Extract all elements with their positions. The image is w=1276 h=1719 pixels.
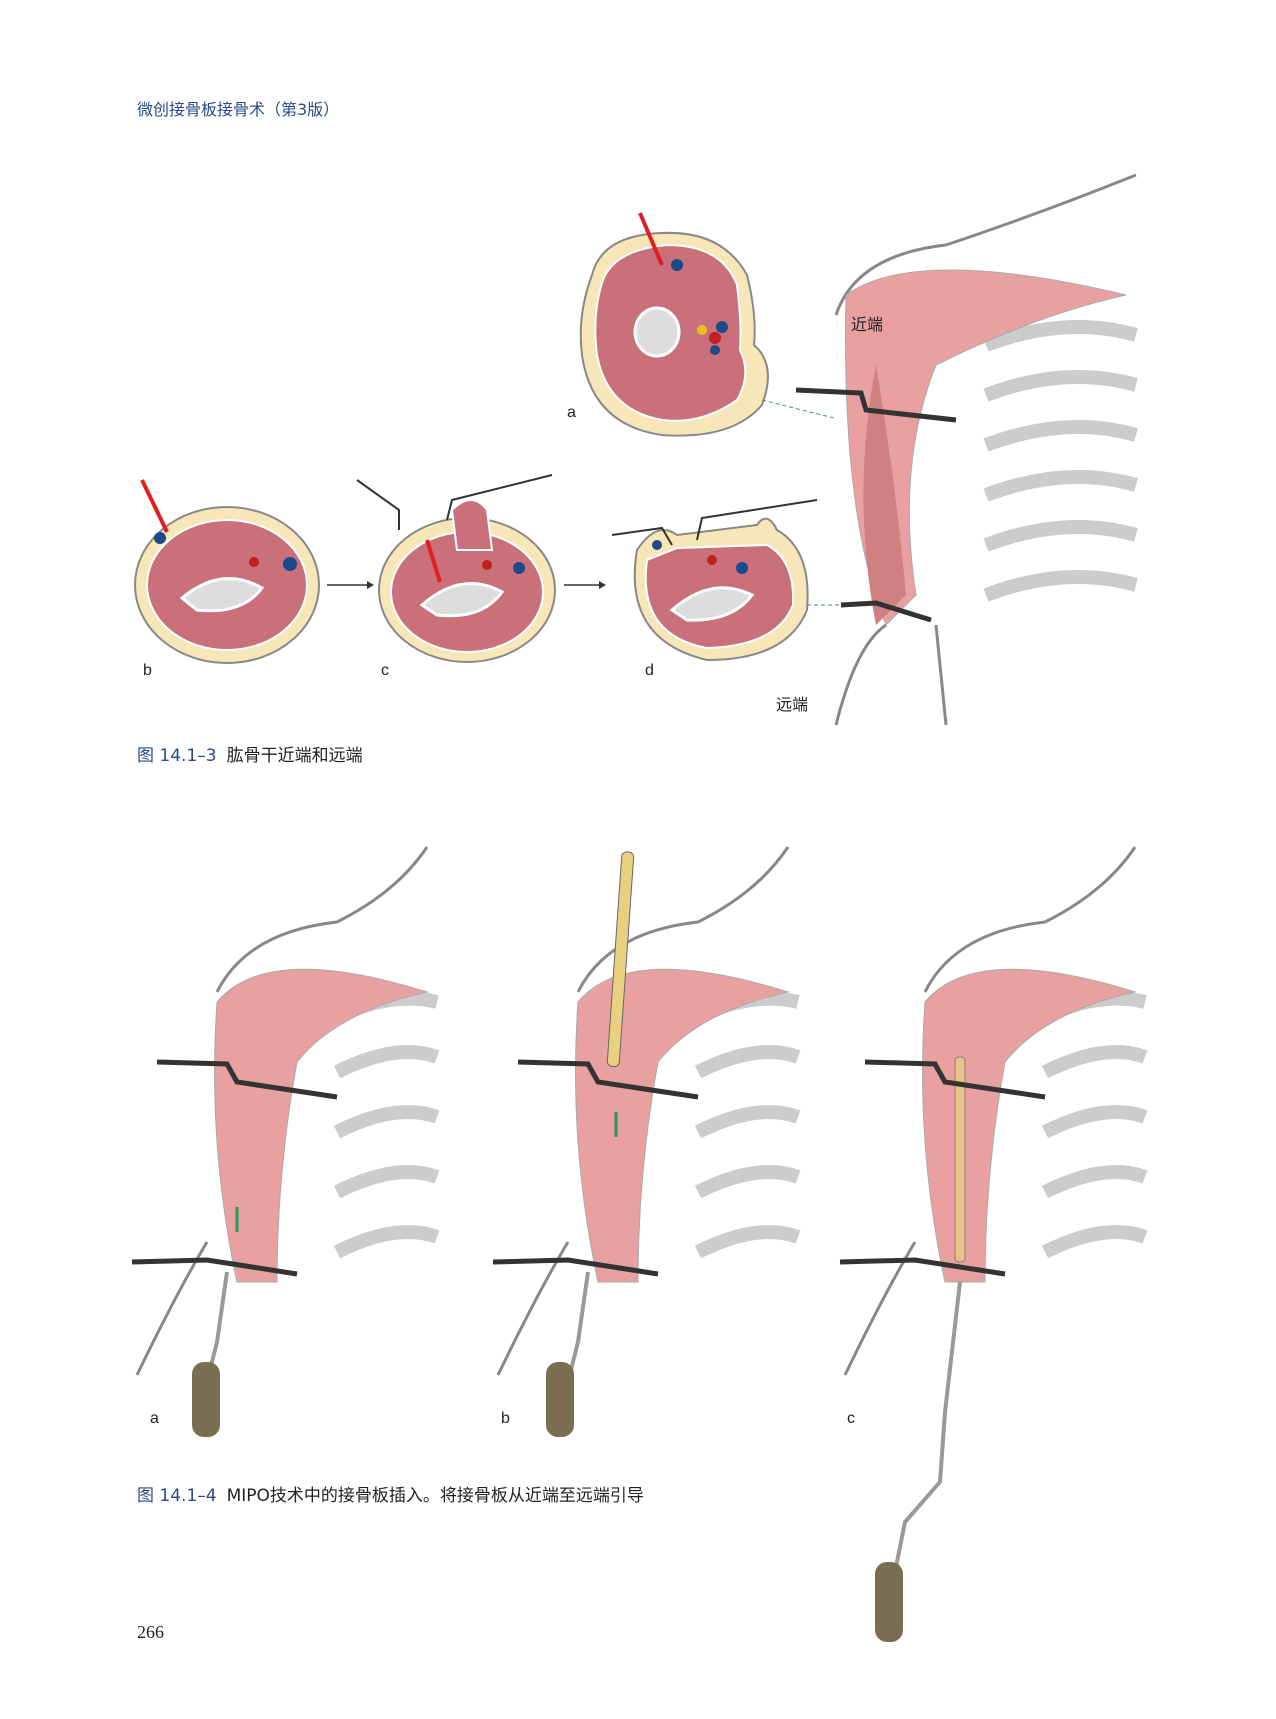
running-header: 微创接骨板接骨术（第3版） <box>137 100 340 119</box>
annotation-proximal: 近端 <box>851 317 884 334</box>
cross-section-a-illustration <box>579 212 835 437</box>
caption-number: 图 14.1–4 <box>137 1486 217 1506</box>
caption-text: MIPO技术中的接骨板插入。将接骨板从近端至远端引导 <box>226 1486 644 1506</box>
annotation-distal: 远端 <box>776 697 809 714</box>
mipo-panel-b-illustration <box>492 846 801 1437</box>
panel-label-d: d <box>645 662 654 679</box>
figure-caption: 图 14.1–3 肱骨干近端和远端 <box>137 741 363 766</box>
cross-sections-b-c-d-illustration <box>134 474 847 664</box>
panel-label-c: c <box>847 1410 855 1427</box>
figure-caption: 图 14.1–4 MIPO技术中的接骨板插入。将接骨板从近端至远端引导 <box>137 1481 644 1506</box>
caption-number: 图 14.1–3 <box>137 746 217 766</box>
panel-label-b: b <box>501 1410 510 1427</box>
mipo-panel-a-illustration <box>131 846 440 1437</box>
page-number: 266 <box>137 1622 164 1642</box>
panel-label-c: c <box>381 662 389 679</box>
mipo-panel-c-illustration <box>839 846 1148 1642</box>
panel-label-a: a <box>567 404 576 421</box>
caption-text: 肱骨干近端和远端 <box>226 746 363 766</box>
panel-label-b: b <box>143 662 152 679</box>
panel-label-a: a <box>150 1410 159 1427</box>
shoulder-arm-illustration <box>795 173 1138 726</box>
